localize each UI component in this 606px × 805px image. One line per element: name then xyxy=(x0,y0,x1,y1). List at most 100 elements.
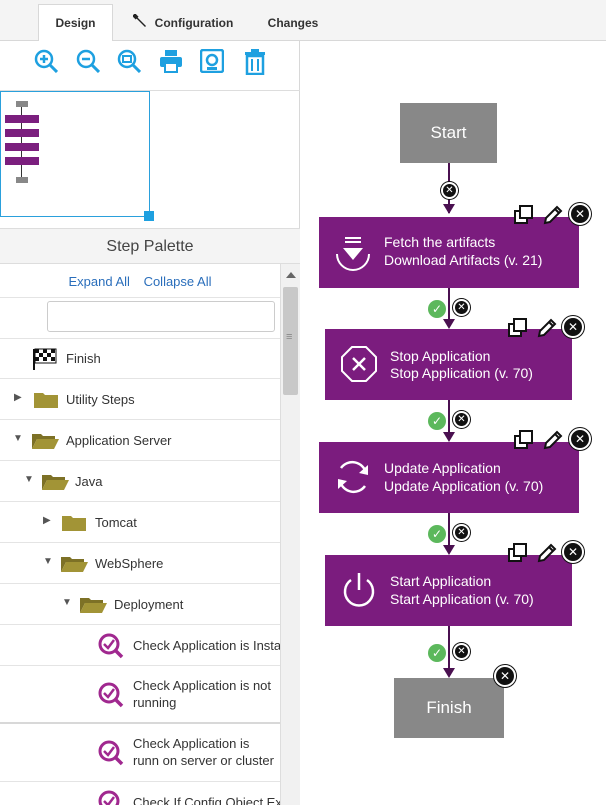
delete-step-icon[interactable]: ✕ xyxy=(569,203,591,225)
success-check-icon[interactable]: ✓ xyxy=(428,300,446,318)
minimap-step xyxy=(5,129,39,137)
start-node-label: Start xyxy=(430,123,467,142)
delete-connector-icon[interactable]: ✕ xyxy=(453,299,470,316)
print-icon[interactable] xyxy=(159,49,183,73)
connector-line xyxy=(448,400,450,440)
zoom-out-icon[interactable] xyxy=(76,49,101,74)
palette-item-websphere[interactable]: ▼ WebSphere xyxy=(0,543,280,584)
zoom-fit-icon[interactable] xyxy=(117,49,142,74)
palette-filter-input[interactable] xyxy=(47,301,275,332)
edit-pencil-icon[interactable] xyxy=(536,542,557,563)
step-stop-application[interactable]: Stop Application Stop Application (v. 70… xyxy=(325,329,572,400)
collapse-all-link[interactable]: Collapse All xyxy=(143,274,212,289)
open-folder-icon xyxy=(80,596,107,616)
edit-pencil-icon[interactable] xyxy=(542,429,563,450)
minimap[interactable] xyxy=(0,91,154,221)
collapse-arrow-icon[interactable]: ▼ xyxy=(62,597,72,608)
copy-icon[interactable] xyxy=(508,543,528,563)
tab-design[interactable]: Design xyxy=(38,4,113,42)
scroll-up-icon[interactable] xyxy=(286,272,296,278)
delete-step-icon[interactable]: ✕ xyxy=(562,541,584,563)
minimap-step xyxy=(5,143,39,151)
step-subtitle: Stop Application (v. 70) xyxy=(390,365,533,381)
palette-item-check-installed[interactable]: Check Application is Insta xyxy=(0,625,280,666)
expand-all-link[interactable]: Expand All xyxy=(68,274,130,289)
minimap-finish xyxy=(16,177,28,183)
refresh-icon xyxy=(333,457,373,497)
palette-item-tomcat[interactable]: ▶ Tomcat xyxy=(0,502,280,543)
expand-arrow-icon[interactable]: ▶ xyxy=(14,392,22,403)
scrollbar-thumb[interactable] xyxy=(283,287,298,395)
start-node[interactable]: Start xyxy=(400,103,497,163)
collapse-arrow-icon[interactable]: ▼ xyxy=(13,433,23,444)
edit-pencil-icon[interactable] xyxy=(536,317,557,338)
step-fetch-artifacts[interactable]: Fetch the artifacts Download Artifacts (… xyxy=(319,217,579,288)
connector-arrowhead xyxy=(443,668,455,678)
delete-connector-icon[interactable]: ✕ xyxy=(453,643,470,660)
copy-icon[interactable] xyxy=(514,205,534,225)
open-folder-icon xyxy=(61,555,88,575)
minimap-connector xyxy=(21,137,22,143)
collapse-arrow-icon[interactable]: ▼ xyxy=(43,556,53,567)
delete-finish-icon[interactable]: ✕ xyxy=(494,665,516,687)
wrench-icon xyxy=(131,13,147,31)
minimap-connector xyxy=(21,165,22,177)
expand-arrow-icon[interactable]: ▶ xyxy=(43,515,51,526)
palette-item-label: Tomcat xyxy=(95,515,137,530)
open-folder-icon xyxy=(32,432,59,452)
success-check-icon[interactable]: ✓ xyxy=(428,525,446,543)
expand-collapse-links: Expand All Collapse All xyxy=(0,264,280,298)
download-icon xyxy=(333,232,373,272)
finish-node-label: Finish xyxy=(426,698,472,717)
tab-bar: Design Configuration Changes xyxy=(0,0,606,42)
palette-item-label: Check Application is Insta xyxy=(133,638,280,653)
palette-item-check-running[interactable]: Check Application is runn on server or c… xyxy=(0,724,280,782)
success-check-icon[interactable]: ✓ xyxy=(428,412,446,430)
finish-node[interactable]: Finish xyxy=(394,678,504,738)
check-search-icon xyxy=(98,790,124,805)
copy-icon[interactable] xyxy=(508,318,528,338)
delete-connector-icon[interactable]: ✕ xyxy=(441,182,458,199)
palette-item-deployment[interactable]: ▼ Deployment xyxy=(0,584,280,625)
step-palette-tree: Expand All Collapse All Finish ▶ xyxy=(0,264,300,805)
delete-connector-icon[interactable]: ✕ xyxy=(453,524,470,541)
step-start-application[interactable]: Start Application Start Application (v. … xyxy=(325,555,572,626)
palette-item-application-server[interactable]: ▼ Application Server xyxy=(0,420,280,461)
palette-scrollbar[interactable] xyxy=(280,264,300,805)
minimap-connector xyxy=(21,123,22,129)
delete-connector-icon[interactable]: ✕ xyxy=(453,411,470,428)
tab-changes[interactable]: Changes xyxy=(252,4,334,41)
checkered-flag-icon xyxy=(33,348,57,373)
palette-item-check-not-running[interactable]: Check Application is not running xyxy=(0,666,280,724)
stop-icon xyxy=(339,344,379,384)
collapse-arrow-icon[interactable]: ▼ xyxy=(24,474,34,485)
minimap-resize-handle[interactable] xyxy=(144,211,154,221)
palette-item-java[interactable]: ▼ Java xyxy=(0,461,280,502)
palette-item-label: Deployment xyxy=(114,597,184,612)
step-palette-title: Step Palette xyxy=(0,228,300,264)
tab-configuration-label: Configuration xyxy=(154,15,234,30)
step-subtitle: Update Application (v. 70) xyxy=(384,478,544,494)
delete-icon[interactable] xyxy=(243,49,267,76)
palette-item-utility-steps[interactable]: ▶ Utility Steps xyxy=(0,379,280,420)
tab-design-label: Design xyxy=(55,16,96,30)
success-check-icon[interactable]: ✓ xyxy=(428,644,446,662)
step-title: Update Application xyxy=(384,460,501,476)
connector-arrowhead xyxy=(443,319,455,329)
zoom-in-icon[interactable] xyxy=(34,49,59,74)
check-search-icon xyxy=(98,682,124,711)
palette-item-check-config[interactable]: Check If Config Object Ex xyxy=(0,782,280,805)
step-title: Stop Application xyxy=(390,348,491,364)
copy-icon[interactable] xyxy=(514,430,534,450)
step-update-application[interactable]: Update Application Update Application (v… xyxy=(319,442,579,513)
delete-step-icon[interactable]: ✕ xyxy=(569,428,591,450)
designer-toolbar xyxy=(0,41,300,91)
delete-step-icon[interactable]: ✕ xyxy=(562,316,584,338)
connector-arrowhead xyxy=(443,432,455,442)
process-canvas[interactable]: Start ✕ Fetch the artifacts Download Art… xyxy=(301,41,606,805)
save-image-icon[interactable] xyxy=(199,48,225,74)
edit-pencil-icon[interactable] xyxy=(542,204,563,225)
tab-configuration[interactable]: Configuration xyxy=(118,4,248,41)
step-subtitle: Download Artifacts (v. 21) xyxy=(384,252,543,268)
palette-item-finish[interactable]: Finish xyxy=(0,338,280,379)
